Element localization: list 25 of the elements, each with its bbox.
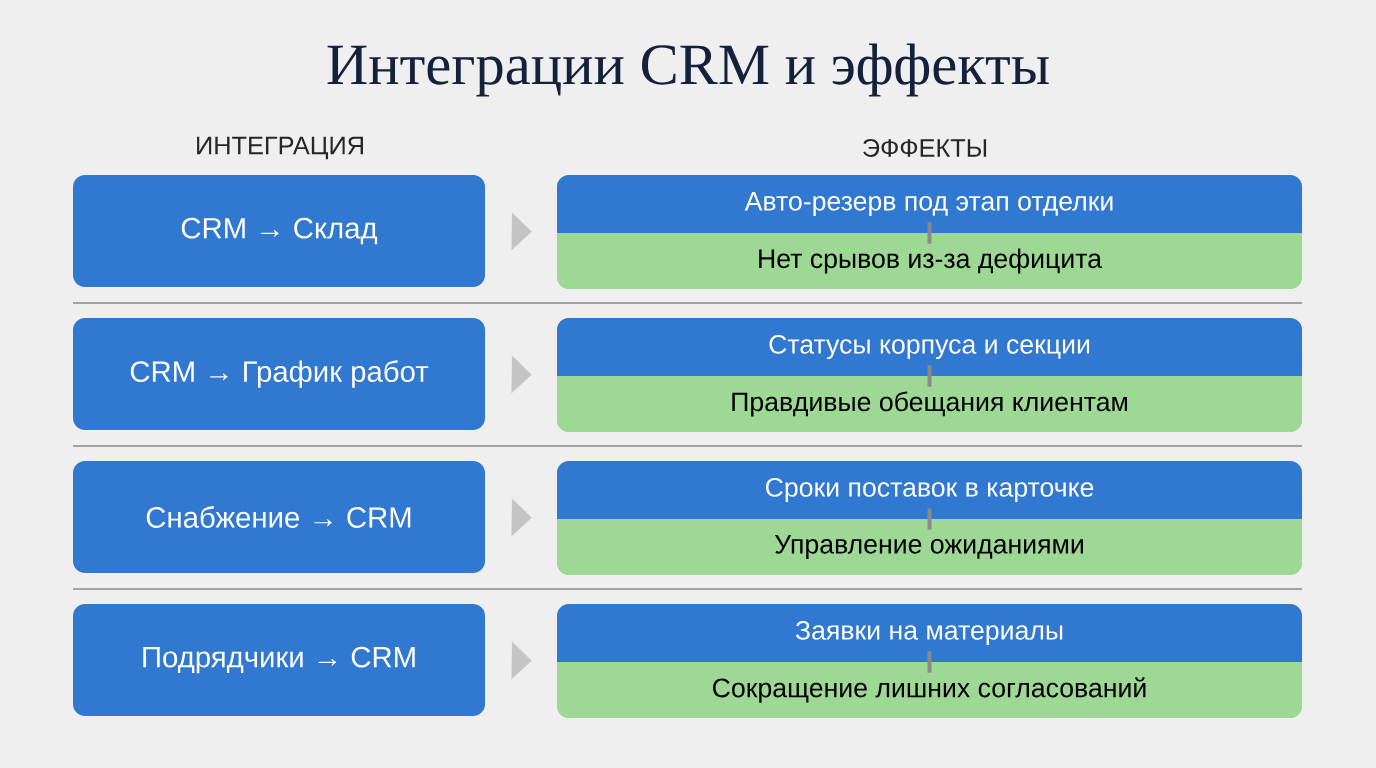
integration-box: Снабжение → CRM <box>73 461 485 573</box>
effect-band: Сокращение лишних согласований <box>557 662 1302 718</box>
title: Интеграции CRM и эффекты <box>327 43 1049 97</box>
connector-tick <box>927 508 932 530</box>
effect-band: Сроки поставок в карточке <box>557 461 1302 519</box>
effect-band: Нет срывов из-за дефицита <box>557 233 1302 289</box>
integration-box: Подрядчики → CRM <box>73 604 485 716</box>
node-label: Правдивые обещания клиентам <box>732 391 1128 417</box>
chevron-arrow <box>511 641 532 680</box>
node-label: Управление ожиданиями <box>774 535 1083 559</box>
effect-band: Правдивые обещания клиентам <box>557 376 1302 432</box>
node-label: Нет срывов из-за дефицита <box>759 248 1102 274</box>
chevron-arrow <box>511 498 532 537</box>
connector-tick <box>927 365 932 387</box>
integration-box: CRM → График работ <box>73 318 485 430</box>
effect-band: Статусы корпуса и секции <box>557 318 1302 376</box>
chevron-arrow <box>511 355 532 394</box>
effect-band: Авто-резерв под этап отделки <box>557 175 1302 233</box>
node-label: Сокращение лишних согласований <box>713 677 1146 703</box>
chevron-arrow <box>511 212 532 251</box>
effect-band: Управление ожиданиями <box>557 519 1302 575</box>
integration-box: CRM → Склад <box>73 175 485 287</box>
connector-tick <box>927 222 932 244</box>
connector-tick <box>927 651 932 673</box>
effect-band: Заявки на материалы <box>557 604 1302 662</box>
